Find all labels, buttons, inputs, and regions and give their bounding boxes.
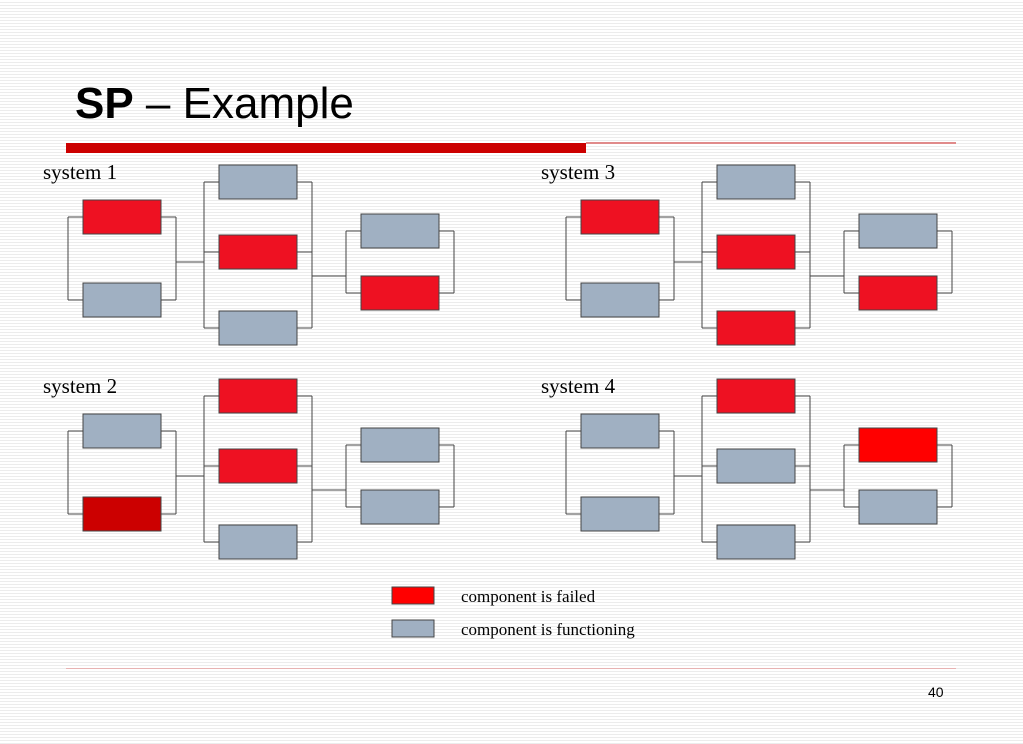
component-functioning (716, 164, 796, 200)
component-failed (82, 199, 162, 235)
system-3: system 3 (541, 160, 953, 346)
component-functioning (218, 310, 298, 346)
legend-failed-label: component is failed (461, 587, 596, 606)
component-functioning (580, 413, 660, 449)
component-functioning (858, 489, 938, 525)
component-functioning (858, 213, 938, 249)
system-2: system 2 (43, 374, 455, 560)
system-label: system 2 (43, 374, 117, 398)
component-functioning (82, 413, 162, 449)
title-rest: – Example (133, 79, 354, 128)
legend-failed-swatch (391, 586, 435, 605)
component-failed (218, 234, 298, 270)
legend-functioning-label: component is functioning (461, 620, 635, 639)
component-failed (360, 275, 440, 311)
component-failed (218, 448, 298, 484)
component-failed (858, 275, 938, 311)
component-failed (716, 310, 796, 346)
component-failed (82, 496, 162, 532)
component-failed (580, 199, 660, 235)
slide-title: SP – Example (75, 78, 354, 130)
footer-line (66, 668, 956, 669)
system-1: system 1 (43, 160, 455, 346)
component-failed (716, 234, 796, 270)
legend-functioning-swatch (391, 619, 435, 638)
component-functioning (218, 164, 298, 200)
title-underline-bar (66, 143, 586, 153)
title-bold: SP (75, 79, 134, 128)
component-functioning (360, 427, 440, 463)
title-underline-line (586, 142, 956, 144)
system-label: system 3 (541, 160, 615, 184)
system-label: system 1 (43, 160, 117, 184)
component-functioning (716, 448, 796, 484)
component-functioning (360, 489, 440, 525)
component-functioning (360, 213, 440, 249)
system-4: system 4 (541, 374, 953, 560)
legend: component is failed component is functio… (391, 586, 635, 639)
component-failed (218, 378, 298, 414)
page-number: 40 (928, 684, 944, 700)
component-functioning (716, 524, 796, 560)
component-functioning (580, 282, 660, 318)
component-failed (716, 378, 796, 414)
component-functioning (218, 524, 298, 560)
component-functioning (82, 282, 162, 318)
component-failed (858, 427, 938, 463)
system-label: system 4 (541, 374, 616, 398)
component-functioning (580, 496, 660, 532)
systems-layer: system 1 system 2 system 3 system 4 (43, 160, 953, 560)
